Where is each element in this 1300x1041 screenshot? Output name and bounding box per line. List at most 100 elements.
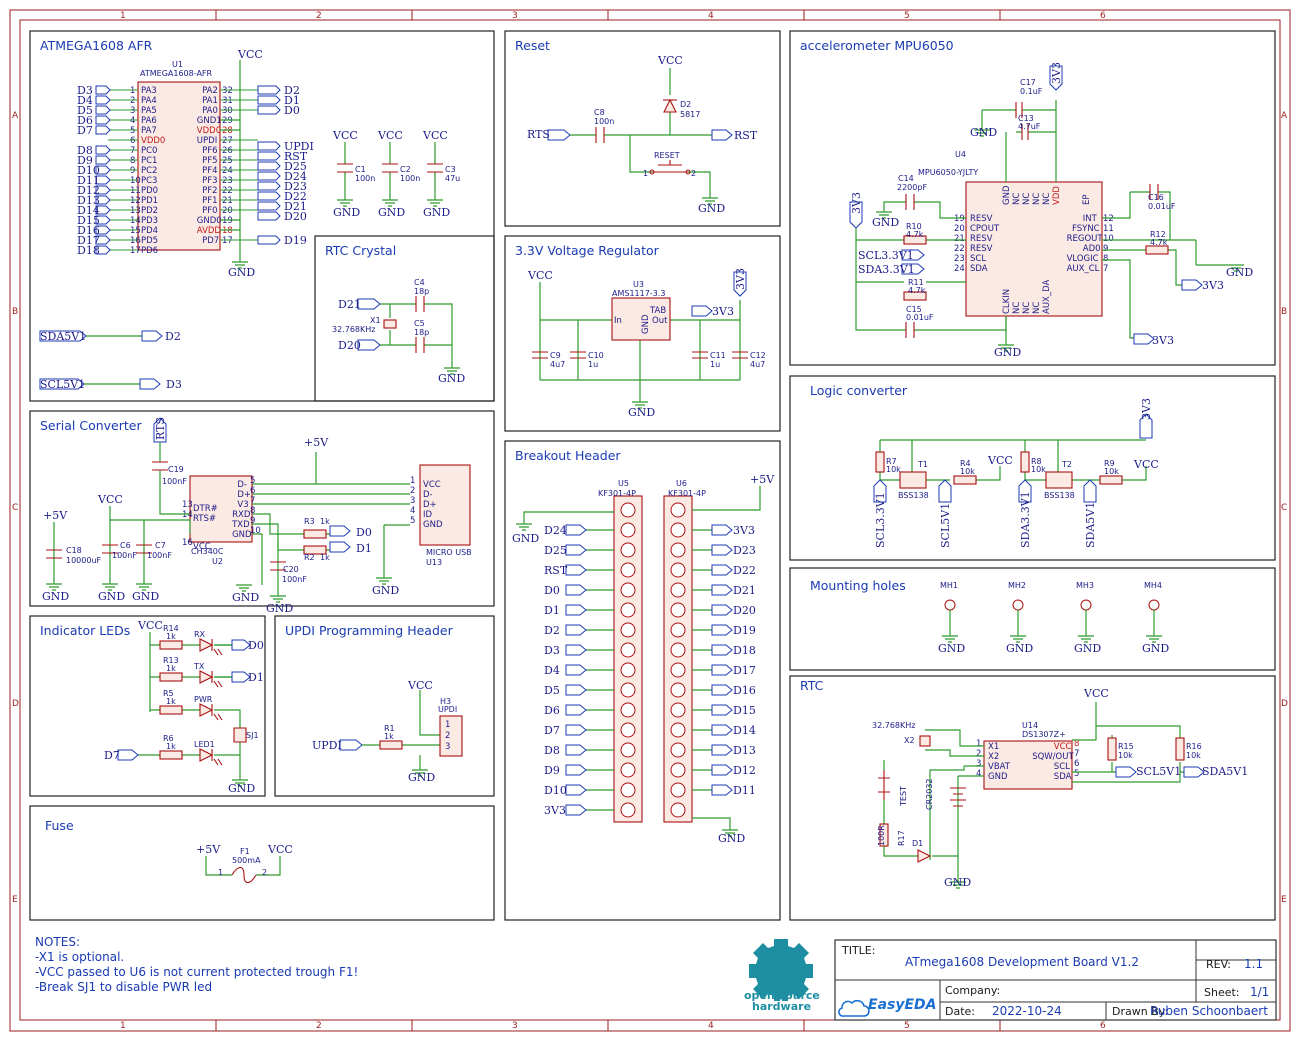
gnd-symbol [337, 199, 353, 207]
led-res-ref: R14 [163, 624, 179, 633]
header-terminal [620, 542, 636, 558]
atmega-net-flag [95, 85, 111, 95]
ch340-pin-num: 16 [182, 538, 193, 548]
svg-text:GND: GND [512, 532, 539, 545]
led-res-ref: R6 [163, 734, 174, 743]
frame-row-right: A [1281, 111, 1288, 121]
led-net: D1 [248, 671, 264, 684]
mounting-hole-label: MH3 [1076, 581, 1094, 590]
atmega-net-flag [95, 145, 111, 155]
cap-ref: C3 [445, 165, 456, 174]
usb-pin-num: 4 [410, 506, 415, 516]
atmega-pin-label: PF1 [202, 196, 217, 206]
frame-col-top: 2 [316, 11, 322, 21]
atmega-pin-label: PA6 [141, 116, 157, 126]
frame-col-bottom: 6 [1100, 1021, 1106, 1031]
header-terminal [670, 602, 686, 618]
svg-text:D21: D21 [338, 298, 361, 311]
breakout-right-net-flag [711, 704, 733, 716]
atmega-pin-num: 26 [222, 146, 233, 156]
svg-text:GND: GND [628, 406, 655, 419]
ch340-pin-num: 6 [250, 486, 255, 496]
tb-drawn-label: Drawn By: [1112, 1005, 1168, 1018]
usb-pin-label: ID [423, 510, 433, 520]
reset-rts: RTS [527, 128, 550, 141]
frame-row-right: C [1281, 503, 1287, 513]
svg-text:+5V: +5V [196, 843, 221, 856]
svg-text:VCC: VCC [97, 493, 123, 506]
ds1307-pin-num: 8 [1074, 739, 1079, 749]
cap-ref: C12 [750, 351, 766, 360]
svg-text:SCL5V1: SCL5V1 [1136, 765, 1181, 778]
svg-text:C19: C19 [168, 465, 184, 474]
led-label: TX [193, 662, 205, 671]
usb-connector [419, 464, 471, 546]
svg-text:C20: C20 [283, 565, 299, 574]
svg-text:4.7k: 4.7k [906, 230, 924, 239]
atmega-pin-num: 11 [130, 186, 141, 196]
svg-text:KF301-4P: KF301-4P [598, 489, 636, 498]
regulator-cap [732, 351, 748, 359]
osh-logo: open source hardware [744, 939, 820, 1013]
svg-text:D1: D1 [356, 542, 372, 555]
breakout-left-net: D3 [544, 644, 560, 657]
frame-row-right: D [1281, 699, 1288, 709]
led-icon [199, 703, 214, 717]
svg-text:UPDI: UPDI [438, 705, 457, 714]
atmega-pin-label: PA1 [202, 96, 218, 106]
atmega-net-flag [95, 125, 111, 135]
frame-row-left: C [12, 503, 18, 513]
svg-text:C4: C4 [414, 278, 425, 287]
atmega-net-left: D4 [77, 94, 93, 107]
title-serial: Serial Converter [40, 418, 142, 433]
svg-text:100R: 100R [877, 825, 886, 846]
svg-text:3V3: 3V3 [850, 192, 863, 214]
led-net: D0 [248, 639, 264, 652]
breakout-left-net-flag [565, 584, 587, 596]
gnd-symbol [270, 595, 286, 603]
tb-title: ATmega1608 Development Board V1.2 [905, 955, 1139, 969]
mpu-pin-label: RESV [970, 244, 993, 254]
breakout-block: U5 KF301-4P U6 KF301-4P D24D25RSTD0D1D2D… [512, 473, 775, 845]
svg-text:18p: 18p [414, 287, 429, 296]
atmega-net-left: D18 [77, 244, 100, 257]
cap-ref: C1 [355, 165, 366, 174]
svg-text:3V3: 3V3 [712, 305, 734, 318]
t2-mosfet [1045, 471, 1073, 489]
cap-vcc: VCC [332, 129, 358, 142]
regulator-cap [692, 351, 708, 359]
sj1-jumper [233, 727, 247, 743]
led-res-val: 1k [166, 697, 176, 706]
atmega-pin-label: PD0 [141, 186, 158, 196]
atmega-pin-num: 25 [222, 156, 233, 166]
cap-val: 100n [355, 174, 375, 183]
atmega-pin-num: 13 [130, 206, 141, 216]
breakout-left-net-flag [565, 644, 587, 656]
title-rtc-crystal: RTC Crystal [325, 243, 396, 258]
atmega-net-flag [95, 195, 111, 205]
svg-text:D7: D7 [104, 749, 120, 762]
svg-text:RTS: RTS [154, 417, 167, 440]
breakout-left-net: 3V3 [544, 804, 566, 817]
mounting-hole-icon [1012, 599, 1024, 611]
led-res-val: 1k [166, 664, 176, 673]
mounting-hole-icon [944, 599, 956, 611]
atmega-pin-num: 24 [222, 166, 233, 176]
breakout-right-net-flag [711, 644, 733, 656]
breakout-right-net-flag [711, 764, 733, 776]
svg-text:C7: C7 [155, 541, 166, 550]
svg-text:2200pF: 2200pF [897, 183, 927, 192]
atmega-pin-label: PD4 [141, 226, 158, 236]
gnd-symbol [376, 577, 392, 585]
svg-text:1k: 1k [384, 732, 394, 741]
atmega-net-flag [95, 245, 111, 255]
c8-cap [595, 127, 605, 143]
atmega-pin-label: PA0 [202, 106, 218, 116]
atmega-net-right: D21 [284, 200, 307, 213]
svg-text:GND: GND [970, 126, 997, 139]
mpu-top-pin: NC [1032, 193, 1042, 205]
